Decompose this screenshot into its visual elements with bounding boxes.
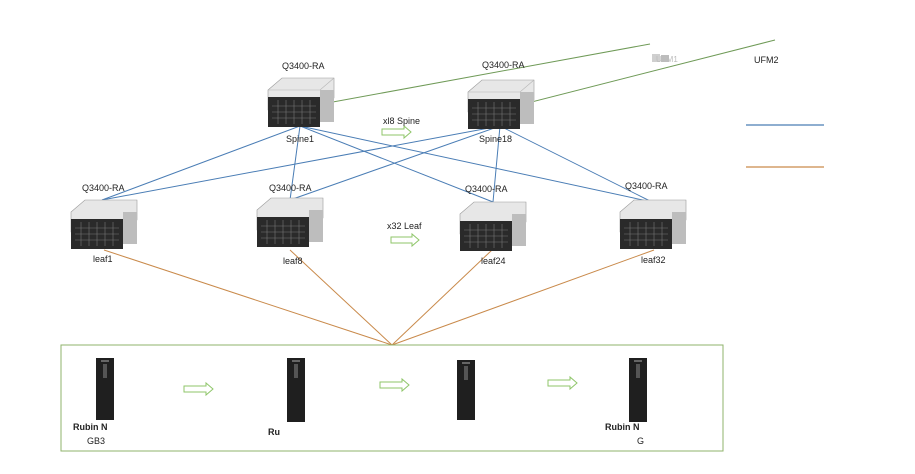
spine-tier-label: xl8 Spine [383, 116, 421, 126]
spine1-name-label: Spine1 [286, 134, 315, 144]
leaf-switch-24 [459, 201, 527, 251]
leaf8-name-label: leaf8 [283, 256, 303, 266]
spine1-model-label: Q3400-RA [282, 61, 325, 71]
ufm-link-2 [499, 39, 776, 111]
leaf24-model-label: Q3400-RA [465, 184, 508, 194]
ufm-server-icon [652, 54, 669, 62]
spine18-model-label: Q3400-RA [482, 60, 525, 70]
rack1-sub-label: GB3 [87, 436, 106, 446]
leaf-switch-1 [70, 199, 138, 249]
tier-arrow-leaf [390, 232, 420, 248]
leaf1-model-label: Q3400-RA [82, 183, 125, 193]
leaf32-model-label: Q3400-RA [625, 181, 668, 191]
rack-arrow-1 [183, 381, 214, 397]
tier-arrow-spine [381, 124, 412, 140]
leaf32-name-label: leaf32 [641, 255, 666, 265]
spine18-name-label: Spine18 [479, 134, 513, 144]
rack-1 [96, 358, 114, 420]
leaf24-name-label: leaf24 [481, 256, 506, 266]
leaf1-name-label: leaf1 [93, 254, 113, 264]
leaf8-model-label: Q3400-RA [269, 183, 312, 193]
rack-4 [629, 358, 647, 422]
ufm2-label: UFM2 [754, 55, 779, 65]
rack4-name-label: Rubin N [605, 422, 640, 432]
rack-arrow-3 [547, 375, 578, 391]
rack-3 [457, 360, 475, 420]
rack-2 [287, 358, 305, 422]
leaf-tier-label: x32 Leaf [387, 221, 422, 231]
spine-switch-2 [467, 79, 535, 129]
leaf-switch-32 [619, 199, 687, 249]
ufm1-label: UFM1 [656, 55, 678, 64]
rack1-name-label: Rubin N [73, 422, 108, 432]
leaf-switch-8 [256, 197, 324, 247]
ufm-link-1 [299, 43, 651, 109]
rack-arrow-2 [379, 377, 410, 393]
spine-leaf-links [101, 125, 653, 203]
rack4-sub-label: G [637, 436, 645, 446]
rack2-name-label: Ru [268, 427, 280, 437]
leaf-rack-links [103, 249, 655, 346]
spine-switch-1 [267, 77, 335, 127]
rack-group-box [60, 344, 724, 452]
